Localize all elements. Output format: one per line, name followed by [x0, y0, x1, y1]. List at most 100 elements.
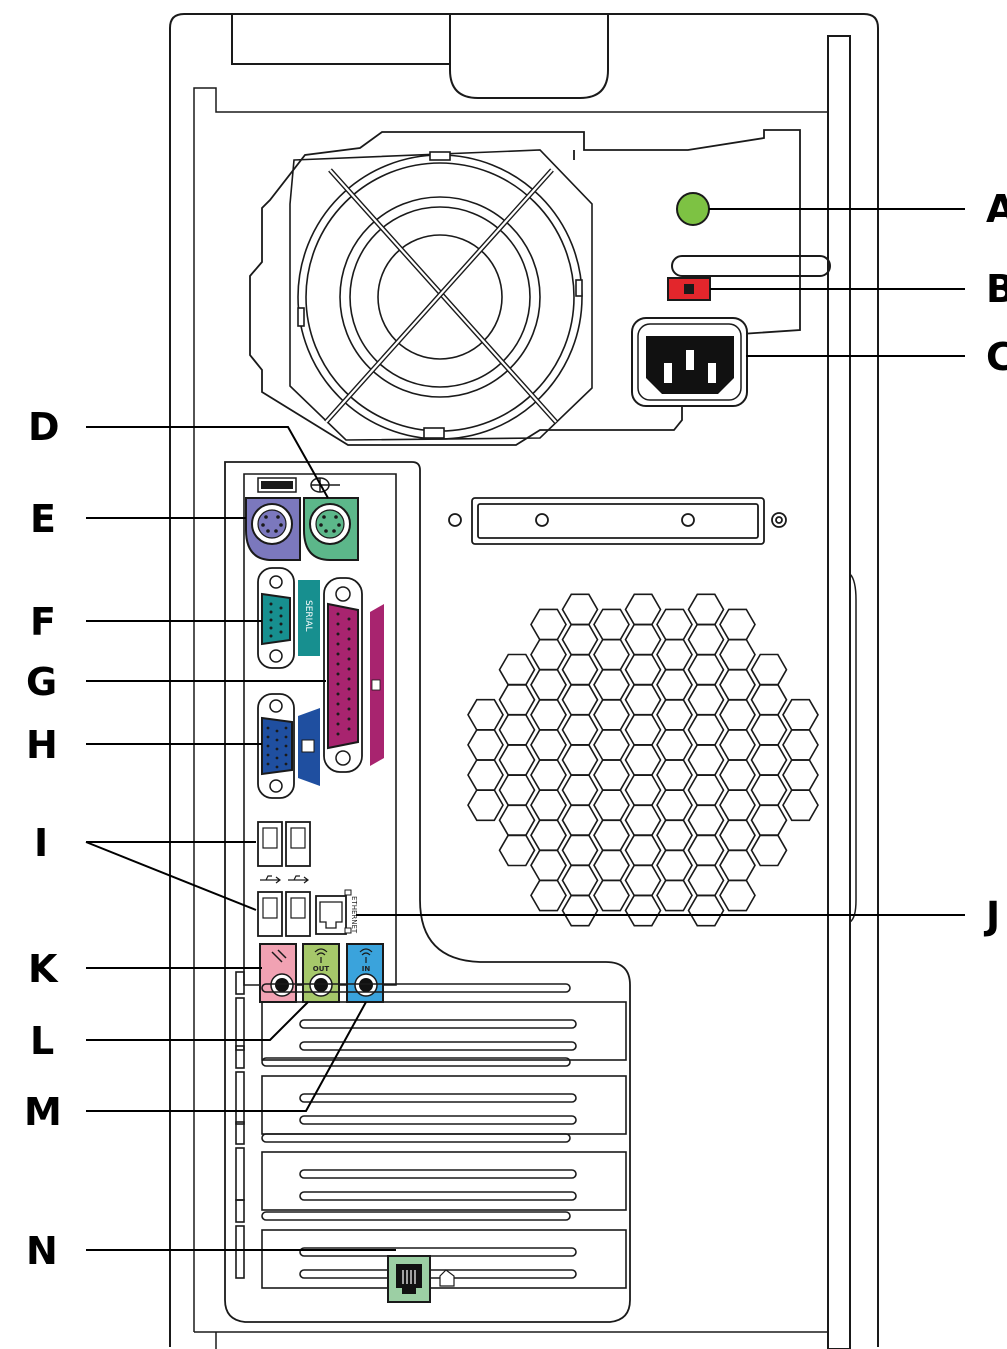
- slot-latch: [235, 1199, 245, 1223]
- slot-latch: [235, 1071, 245, 1125]
- slot-tab: [261, 1211, 571, 1221]
- usb-icon: [260, 875, 309, 884]
- slot-bracket: [448, 497, 787, 545]
- monitor-icon: [301, 739, 315, 753]
- pin: [336, 722, 340, 726]
- callout-K: K: [28, 947, 59, 991]
- vent-hole: [719, 879, 756, 912]
- pin: [284, 753, 288, 757]
- expansion-slots: [235, 971, 627, 1289]
- pin: [347, 647, 351, 651]
- slot-vent: [299, 1169, 577, 1179]
- voltage-switch[interactable]: [667, 277, 711, 301]
- slot-tab: [261, 1057, 571, 1067]
- pin: [266, 735, 270, 739]
- callout-leaders: [85, 208, 965, 1251]
- callout-C: C: [986, 335, 1007, 379]
- pin: [336, 682, 340, 686]
- callout-G: G: [26, 660, 57, 704]
- slot-cover: [261, 1001, 627, 1061]
- pin: [266, 744, 270, 748]
- callout-J: J: [983, 894, 1000, 938]
- vent-hole: [624, 894, 662, 927]
- slot-tab: [261, 983, 571, 993]
- pin: [336, 632, 340, 636]
- audio-in-label: IN: [362, 965, 371, 973]
- pin: [275, 756, 279, 760]
- pin: [347, 617, 351, 621]
- hex-vent: [467, 593, 819, 927]
- pin: [347, 717, 351, 721]
- ethernet-port[interactable]: [315, 889, 352, 935]
- pin: [347, 697, 351, 701]
- callout-E: E: [30, 497, 56, 541]
- printer-icon: [371, 679, 381, 691]
- pin: [347, 657, 351, 661]
- slot-tab: [261, 1133, 571, 1143]
- serial-port[interactable]: [257, 567, 295, 669]
- audio-in-jack[interactable]: IN: [346, 943, 384, 1003]
- slot-vent: [299, 1041, 577, 1051]
- pin: [266, 762, 270, 766]
- pin: [336, 692, 340, 696]
- keyboard-port[interactable]: [245, 497, 301, 561]
- pin: [266, 726, 270, 730]
- pin: [347, 627, 351, 631]
- vent-hole: [750, 834, 788, 867]
- fan-grille: [297, 151, 583, 440]
- pin: [347, 687, 351, 691]
- pin: [336, 702, 340, 706]
- pin: [347, 637, 351, 641]
- callout-L: L: [30, 1019, 54, 1063]
- vent-hole: [530, 879, 567, 912]
- power-connector[interactable]: [631, 317, 748, 407]
- callout-letters: A B C D E F G H I J K L M N: [24, 187, 1007, 1273]
- speaker-out-icon: [314, 948, 328, 963]
- slot-latch: [235, 971, 245, 995]
- callout-H: H: [26, 723, 58, 767]
- phone-line-icon: [439, 1269, 455, 1287]
- callout-D: D: [28, 405, 60, 449]
- pin: [275, 765, 279, 769]
- vent-hole: [656, 879, 693, 912]
- pin: [336, 612, 340, 616]
- slot-vent: [299, 1269, 577, 1279]
- callout-I: I: [34, 821, 48, 865]
- vent-hole: [561, 894, 599, 927]
- pin: [336, 622, 340, 626]
- usb-ports[interactable]: [257, 821, 311, 937]
- microphone-icon: [271, 949, 287, 963]
- mouse-port[interactable]: [303, 497, 359, 561]
- side-rail: [827, 35, 851, 1349]
- keyboard-icon: [257, 477, 297, 493]
- vent-hole: [782, 789, 819, 822]
- pin: [336, 652, 340, 656]
- vent-hole: [498, 834, 536, 867]
- pin: [336, 712, 340, 716]
- pin: [347, 667, 351, 671]
- callout-A: A: [986, 187, 1007, 231]
- slot-cover: [261, 1151, 627, 1211]
- modem-jack[interactable]: [387, 1255, 431, 1303]
- monitor-port[interactable]: [257, 693, 295, 799]
- vent-hole: [467, 789, 504, 822]
- pin: [336, 672, 340, 676]
- microphone-jack[interactable]: [259, 943, 297, 1003]
- pin: [266, 753, 270, 757]
- pin: [336, 732, 340, 736]
- callout-F: F: [30, 600, 56, 644]
- slot-latch: [235, 1225, 245, 1279]
- pin: [336, 642, 340, 646]
- vent-hole: [593, 879, 630, 912]
- pin: [284, 744, 288, 748]
- callout-N: N: [26, 1229, 58, 1273]
- slot-latch: [235, 997, 245, 1051]
- audio-out-jack[interactable]: OUT: [302, 943, 340, 1003]
- slot-latch: [235, 1121, 245, 1145]
- parallel-port[interactable]: [323, 577, 363, 773]
- callout-M: M: [24, 1090, 62, 1134]
- ethernet-label: ETHERNET: [350, 896, 358, 934]
- power-light: [676, 192, 710, 226]
- pin: [275, 729, 279, 733]
